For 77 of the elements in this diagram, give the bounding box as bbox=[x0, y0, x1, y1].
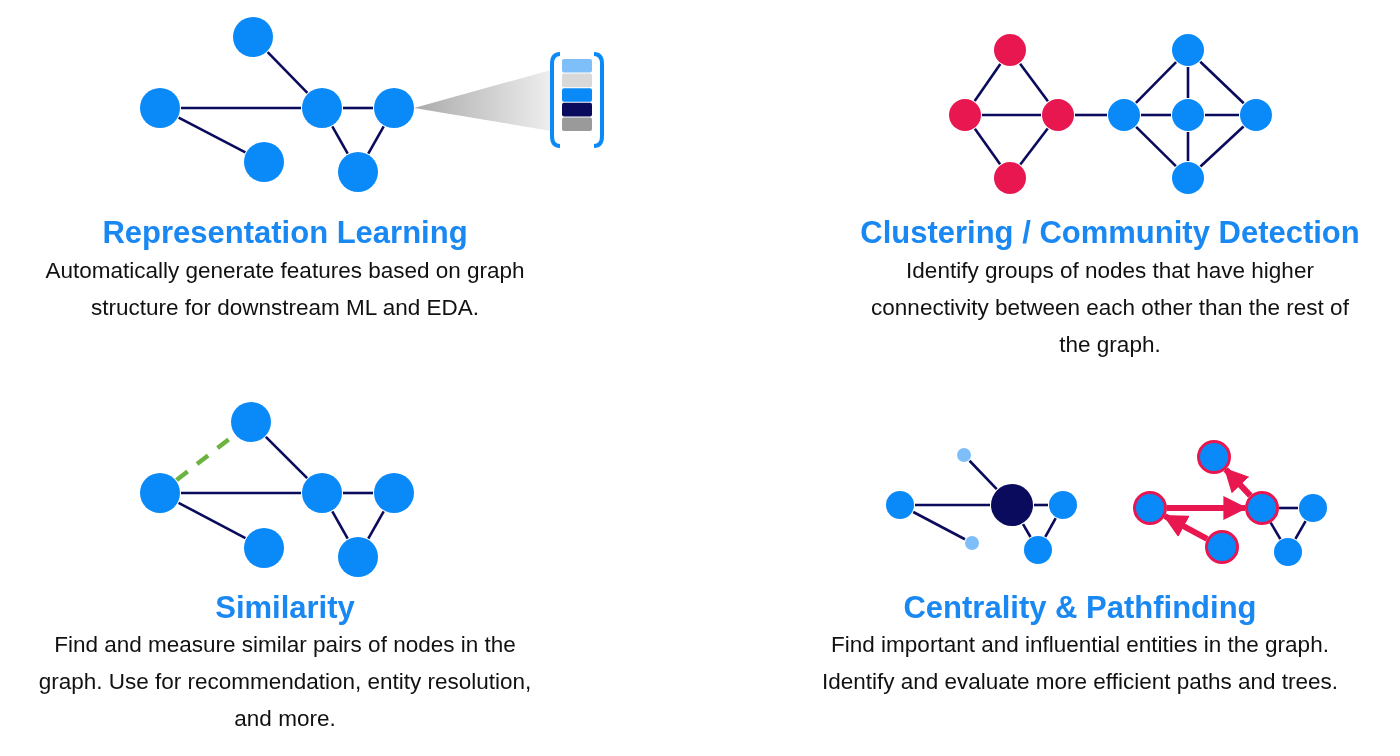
graph-node bbox=[374, 473, 414, 513]
graph-edge bbox=[1294, 520, 1307, 540]
graph-node bbox=[231, 402, 271, 442]
graph-edge bbox=[1044, 517, 1057, 538]
description-text: Find important and influential entities in the graph. Identify and evaluate more efficient paths and trees. bbox=[820, 631, 1340, 696]
graph-edge bbox=[181, 491, 301, 495]
graph-edge bbox=[266, 51, 309, 94]
graph-edge bbox=[1186, 67, 1190, 98]
graph-edge bbox=[343, 491, 373, 495]
graph-node bbox=[1133, 491, 1167, 525]
description-text: Identify groups of nodes that have higher connectivity between each other than the rest of the graph. bbox=[870, 257, 1350, 359]
graph-node bbox=[994, 162, 1026, 194]
graph-node bbox=[1024, 536, 1052, 564]
graph-node bbox=[374, 88, 414, 128]
graph-edge bbox=[264, 435, 309, 480]
graph-node bbox=[1274, 538, 1302, 566]
graph-edge bbox=[915, 503, 990, 507]
graph-edge bbox=[1075, 113, 1107, 117]
graph-edge bbox=[1205, 113, 1239, 117]
description-text: Find and measure similar pairs of nodes in the graph. Use for recommendation, entity resolution, and more. bbox=[37, 631, 533, 733]
graph-node bbox=[1205, 530, 1239, 564]
graph-edge bbox=[1199, 125, 1245, 168]
graph-edge bbox=[331, 510, 349, 540]
graph-edge bbox=[912, 510, 966, 541]
graph-node bbox=[949, 99, 981, 131]
graph-node bbox=[244, 528, 284, 568]
graph-edge bbox=[1019, 62, 1049, 103]
graph-node bbox=[1049, 491, 1077, 519]
graph-node bbox=[1172, 99, 1204, 131]
graph-edge bbox=[1019, 127, 1049, 166]
graph-node bbox=[1172, 34, 1204, 66]
section-title: Similarity bbox=[215, 590, 355, 626]
graph-node bbox=[957, 448, 971, 462]
graph-node bbox=[338, 537, 378, 577]
section-title: Clustering / Community Detection bbox=[860, 215, 1360, 251]
graph-edge bbox=[1186, 132, 1190, 161]
graph-edge bbox=[1199, 60, 1245, 105]
graph-edge bbox=[331, 125, 349, 155]
graph-node bbox=[1172, 162, 1204, 194]
graph-edge bbox=[1135, 61, 1177, 104]
graph-node bbox=[1245, 491, 1279, 525]
graph-edge bbox=[367, 125, 385, 155]
graph-node bbox=[140, 473, 180, 513]
graph-node bbox=[302, 88, 342, 128]
graph-edge bbox=[1135, 126, 1177, 167]
graph-edge bbox=[367, 510, 385, 540]
graph-edge bbox=[982, 113, 1041, 117]
graph-node bbox=[1042, 99, 1074, 131]
arrow bbox=[1162, 513, 1209, 542]
section-title: Representation Learning bbox=[102, 215, 468, 251]
graph-edge bbox=[1021, 523, 1032, 538]
graph-node bbox=[991, 484, 1033, 526]
graph-edge bbox=[1269, 521, 1282, 540]
graph-node bbox=[1240, 99, 1272, 131]
section-title: Centrality & Pathfinding bbox=[903, 590, 1257, 626]
graph-edge bbox=[973, 128, 1002, 165]
graph-edge bbox=[343, 106, 373, 110]
graph-node bbox=[994, 34, 1026, 66]
graph-node bbox=[1108, 99, 1140, 131]
arrow bbox=[1223, 467, 1253, 498]
graph-node bbox=[1197, 440, 1231, 474]
graph-node bbox=[1299, 494, 1327, 522]
graph-node bbox=[302, 473, 342, 513]
graph-node bbox=[140, 88, 180, 128]
description-text: Automatically generate features based on graph structure for downstream ML and EDA. bbox=[44, 257, 526, 322]
graph-edge bbox=[973, 63, 1002, 102]
graph-edge bbox=[181, 106, 301, 110]
graph-edge bbox=[178, 116, 246, 154]
graph-edge bbox=[1279, 506, 1298, 510]
graph-node bbox=[244, 142, 284, 182]
graph-node bbox=[233, 17, 273, 57]
graph-node bbox=[886, 491, 914, 519]
graph-node bbox=[965, 536, 979, 550]
graph-node bbox=[338, 152, 378, 192]
graph-edge bbox=[1141, 113, 1171, 117]
graph-edge bbox=[177, 501, 247, 540]
graph-edge bbox=[968, 459, 998, 491]
